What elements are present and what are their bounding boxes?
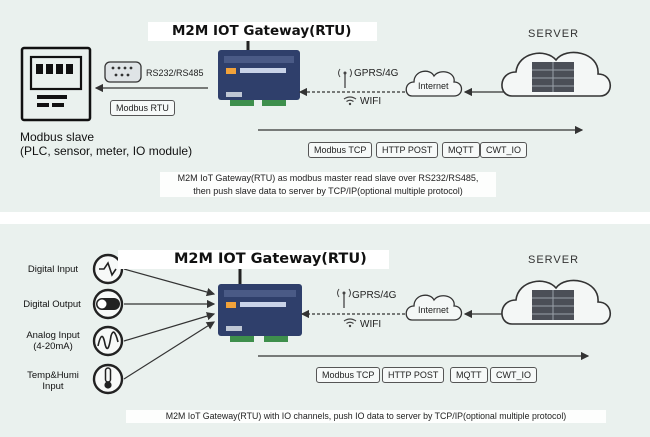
antenna-icon — [337, 288, 351, 308]
io-label-digital-output: Digital Output — [14, 299, 90, 310]
io-label-line: Digital Input — [27, 264, 79, 275]
toggle-switch-icon — [92, 288, 124, 320]
caption-line-1: M2M IoT Gateway(RTU) as modbus master re… — [177, 173, 479, 183]
modbus-slave-title: Modbus slave — [20, 130, 95, 144]
thermometer-icon — [92, 363, 124, 395]
bottom-diagram-graphics — [92, 253, 612, 395]
modbus-rtu-label: Modbus RTU — [110, 100, 175, 116]
diagram-caption: M2M IoT Gateway(RTU) with IO channels, p… — [126, 410, 606, 423]
internet-cloud-icon — [405, 70, 463, 97]
io-label-line: (4-20mA) — [33, 341, 73, 352]
io-label-line: Digital Output — [23, 299, 81, 310]
protocol-modbus-tcp: Modbus TCP — [316, 367, 381, 383]
serial-port-icon — [104, 61, 142, 83]
io-label-analog-input: Analog Input (4-20mA) — [18, 330, 88, 352]
io-label-line: Input — [42, 381, 64, 392]
io-channel-panel: M2M IOT Gateway(RTU) Digital Input Digit… — [0, 224, 650, 437]
wifi-label: WIFI — [360, 319, 382, 330]
server-cloud-icon — [501, 279, 612, 325]
protocol-cwt-io: CWT_IO — [480, 142, 527, 158]
io-label-line: Temp&Humi — [27, 370, 79, 381]
server-label: SERVER — [528, 28, 580, 40]
internet-cloud-icon — [405, 294, 463, 321]
internet-label: Internet — [418, 305, 449, 315]
digital-input-icon — [92, 253, 124, 285]
modbus-slave-description: (PLC, sensor, meter, IO module) — [20, 144, 193, 158]
server-label: SERVER — [528, 254, 580, 266]
io-label-temp-humi: Temp&Humi Input — [18, 370, 88, 392]
io-label-digital-input: Digital Input — [18, 264, 88, 275]
antenna-icon — [338, 68, 352, 88]
wifi-icon — [343, 318, 357, 328]
wifi-icon — [343, 96, 357, 106]
top-diagram-graphics — [20, 36, 612, 135]
modbus-slave-panel: M2M IOT Gateway(RTU) RS232/RS485 Modbus … — [0, 0, 650, 212]
io-label-line: Analog Input — [26, 330, 80, 341]
gprs-4g-label: GPRS/4G — [352, 290, 397, 301]
diagram-title: M2M IOT Gateway(RTU) — [148, 22, 378, 41]
protocol-http-post: HTTP POST — [382, 367, 445, 383]
rs232-rs485-label: RS232/RS485 — [146, 68, 204, 78]
internet-label: Internet — [418, 81, 449, 91]
analog-input-arrow — [123, 312, 216, 342]
protocol-cwt-io: CWT_IO — [490, 367, 537, 383]
diagram-caption: M2M IoT Gateway(RTU) as modbus master re… — [160, 172, 496, 197]
caption-line-2: then push slave data to server by TCP/IP… — [193, 185, 463, 196]
protocol-mqtt: MQTT — [442, 142, 480, 158]
digital-input-arrow — [123, 268, 216, 297]
server-cloud-icon — [501, 51, 612, 97]
gateway-device-image — [218, 36, 300, 106]
temp-humi-arrow — [123, 321, 216, 380]
protocol-mqtt: MQTT — [450, 367, 488, 383]
meter-icon — [20, 46, 92, 122]
protocol-http-post: HTTP POST — [376, 142, 439, 158]
diagram-title: M2M IOT Gateway(RTU) — [118, 250, 389, 269]
gprs-4g-label: GPRS/4G — [354, 68, 399, 79]
protocol-modbus-tcp: Modbus TCP — [308, 142, 373, 158]
gateway-device-image — [218, 268, 302, 342]
analog-wave-icon — [92, 325, 124, 357]
wifi-label: WIFI — [360, 96, 382, 107]
